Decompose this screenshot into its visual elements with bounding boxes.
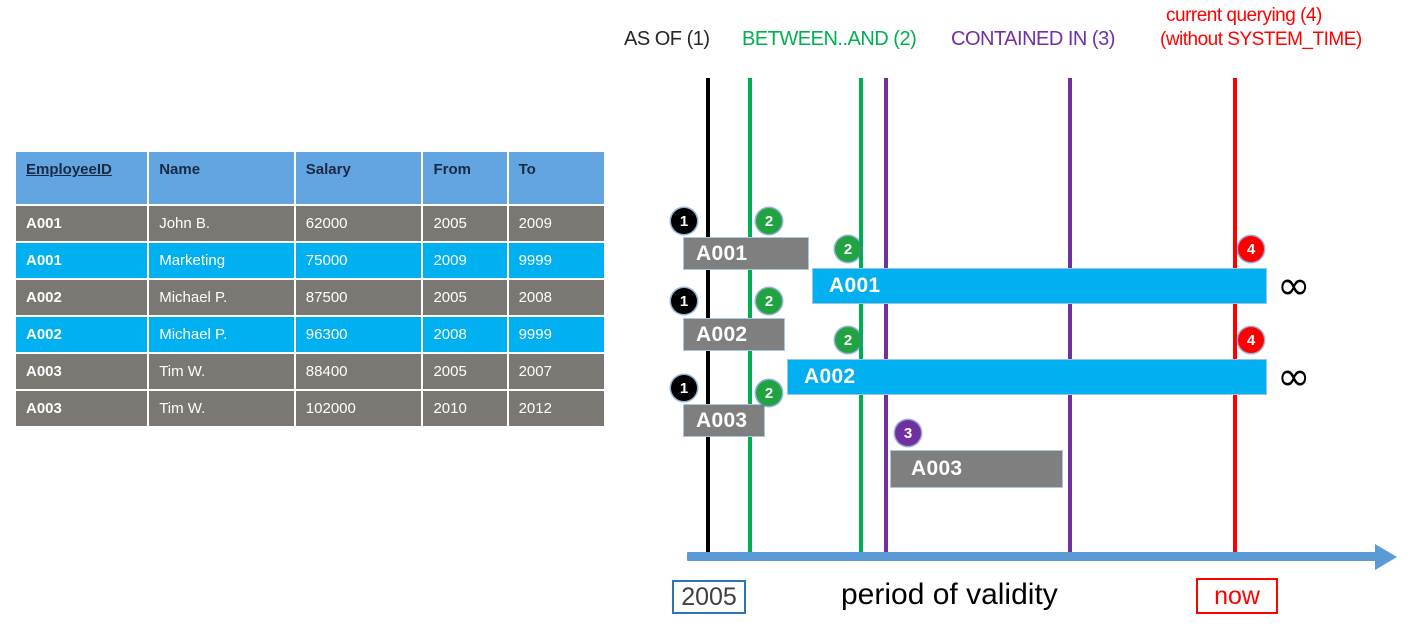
cell-employeeid: A003 [16,354,148,389]
timeline-bar-a003-second: A003 [890,450,1063,488]
column-header-to: To [508,152,604,204]
marker-badge-2: 2 [756,208,782,234]
marker-badge-1: 1 [671,208,697,234]
cell-name: Michael P. [149,317,294,352]
timeline-bar-label: A001 [829,274,881,297]
marker-badge-3: 3 [895,420,921,446]
time-axis-arrow-icon [1375,544,1397,570]
cell-employeeid: A002 [16,280,148,315]
vline-contained-end-purple [1068,78,1072,560]
timeline-bar-a003-historic: A003 [683,404,765,437]
table-row: A001 Marketing 75000 2009 9999 [16,243,604,278]
legend-current-querying-line2: (without SYSTEM_TIME) [1160,29,1362,50]
cell-salary: 62000 [295,206,422,241]
cell-to: 2009 [508,206,604,241]
timeline-bar-a001-historic: A001 [683,237,809,270]
timeline-bar-label: A003 [696,408,748,432]
marker-badge-2: 2 [835,236,861,262]
cell-to: 9999 [508,317,604,352]
cell-employeeid: A002 [16,317,148,352]
vline-contained-start-purple [884,78,888,560]
timeline-bar-label: A001 [696,241,748,265]
cell-from: 2005 [423,354,507,389]
marker-badge-2: 2 [835,327,861,353]
cell-name: Marketing [149,243,294,278]
cell-salary: 96300 [295,317,422,352]
table-row: A002 Michael P. 87500 2005 2008 [16,280,604,315]
cell-salary: 88400 [295,354,422,389]
infinity-icon: ∞ [1277,263,1311,309]
legend-contained-in: CONTAINED IN (3) [951,28,1115,50]
cell-salary: 102000 [295,391,422,426]
timeline-bar-a002-historic: A002 [683,318,785,351]
cell-employeeid: A001 [16,243,148,278]
marker-badge-1: 1 [671,288,697,314]
employee-history-table: EmployeeID Name Salary From To A001 John… [14,150,606,428]
cell-name: John B. [149,206,294,241]
legend-between-and: BETWEEN..AND (2) [742,28,917,50]
table-row: A001 John B. 62000 2005 2009 [16,206,604,241]
cell-salary: 87500 [295,280,422,315]
legend-current-querying-line1: current querying (4) [1166,5,1322,26]
cell-from: 2005 [423,206,507,241]
timeline-bar-label: A002 [804,365,856,388]
time-axis-line [687,552,1377,561]
column-header-salary: Salary [295,152,422,204]
column-header-from: From [423,152,507,204]
legend-as-of: AS OF (1) [624,28,710,50]
axis-caption: period of validity [841,578,1058,611]
cell-to: 2012 [508,391,604,426]
marker-badge-4: 4 [1238,327,1264,353]
timeline-bar-a001-current: A001 [812,268,1267,304]
cell-from: 2008 [423,317,507,352]
marker-badge-1: 1 [671,375,697,401]
table-row: A003 Tim W. 102000 2010 2012 [16,391,604,426]
marker-badge-2: 2 [756,380,782,406]
column-header-employeeid: EmployeeID [16,152,148,204]
cell-to: 9999 [508,243,604,278]
table-row: A002 Michael P. 96300 2008 9999 [16,317,604,352]
axis-now-tag: now [1196,578,1278,614]
cell-salary: 75000 [295,243,422,278]
cell-to: 2008 [508,280,604,315]
vline-between-end-green [859,78,863,560]
infinity-icon: ∞ [1277,354,1311,400]
cell-name: Michael P. [149,280,294,315]
cell-to: 2007 [508,354,604,389]
cell-employeeid: A001 [16,206,148,241]
timeline-bar-label: A003 [911,457,963,480]
table-header-row: EmployeeID Name Salary From To [16,152,604,204]
vline-now-red [1233,78,1237,560]
cell-from: 2009 [423,243,507,278]
timeline-bar-a002-current: A002 [787,359,1267,395]
column-header-name: Name [149,152,294,204]
cell-from: 2005 [423,280,507,315]
column-header-employeeid-label: EmployeeID [26,161,112,178]
timeline-bar-label: A002 [696,322,748,346]
cell-name: Tim W. [149,391,294,426]
cell-from: 2010 [423,391,507,426]
cell-name: Tim W. [149,354,294,389]
axis-start-tag: 2005 [672,580,746,614]
cell-employeeid: A003 [16,391,148,426]
table-row: A003 Tim W. 88400 2005 2007 [16,354,604,389]
marker-badge-2: 2 [756,288,782,314]
marker-badge-4: 4 [1238,236,1264,262]
